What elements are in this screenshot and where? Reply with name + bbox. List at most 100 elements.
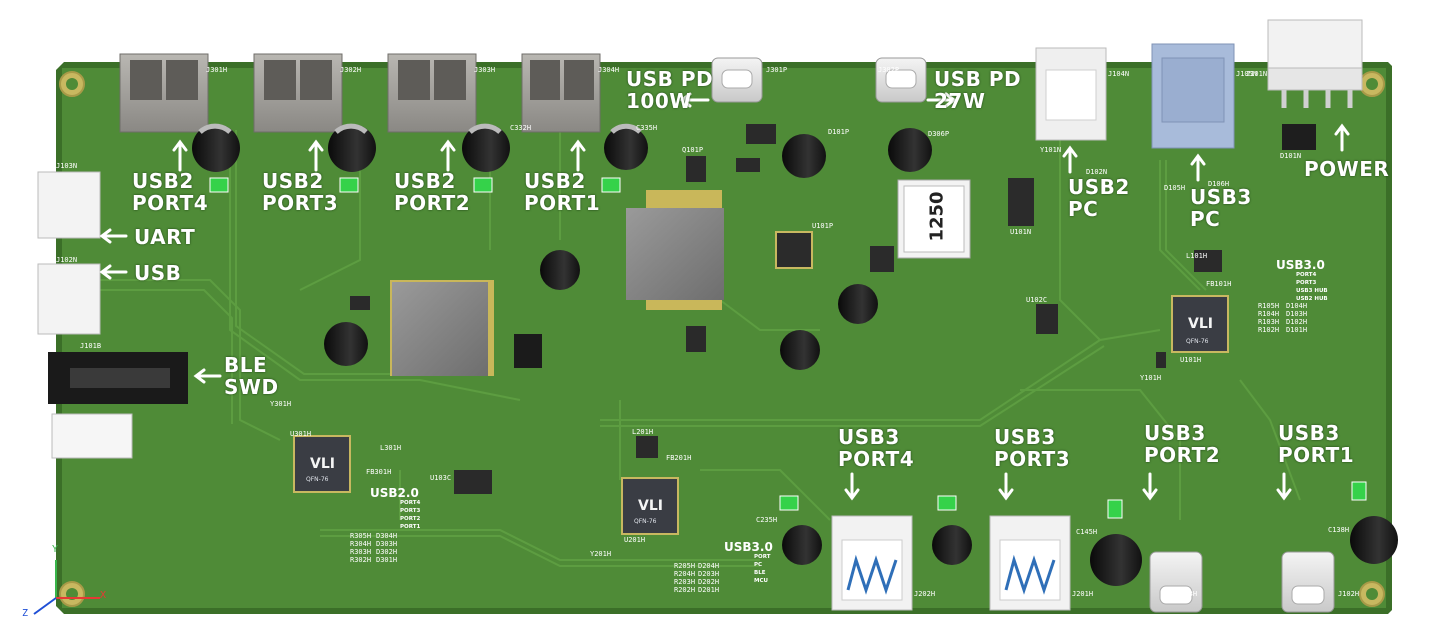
ref-d101p: D101P xyxy=(828,128,850,136)
ref-d101n: D101N xyxy=(1280,152,1302,160)
usb-b-connectors xyxy=(1035,43,1235,149)
svg-text:VLI: VLI xyxy=(310,456,335,472)
ref-d302h: D302H xyxy=(376,548,398,556)
ref-c335h: C335H xyxy=(636,124,658,132)
ref-j103n: J103N xyxy=(56,162,78,170)
usb2-hub-item-3: PORT2 xyxy=(400,516,421,522)
label-usb-pd-27w: USB PD 27W xyxy=(934,67,1022,113)
ref-r202h: R202H xyxy=(674,586,696,594)
pcb-board xyxy=(62,68,1386,608)
hub-chips xyxy=(293,178,1229,535)
ref-y101n: Y101N xyxy=(1040,146,1062,154)
ref-j301p: J301P xyxy=(766,66,788,74)
ref-r104h: R104H xyxy=(1258,310,1280,318)
usb3-ble-item-1: PORT xyxy=(754,554,771,560)
usb2-hub-item-4: PORT1 xyxy=(400,524,421,530)
label-power: POWER xyxy=(1304,157,1390,181)
usb-c-bottom xyxy=(1149,551,1335,613)
usb2-hub-chip-label: QFN-76 xyxy=(306,476,329,483)
label-usb3-port3: USB3 PORT3 xyxy=(994,425,1071,471)
usb3-hub-item-1: PORT4 xyxy=(1296,272,1317,278)
ref-u101h: U101H xyxy=(1180,356,1202,364)
ref-r105h: R105H xyxy=(1258,302,1280,310)
ref-j302p: J302P xyxy=(878,66,900,74)
ref-r302h: R302H xyxy=(350,556,372,564)
ref-d106h: D106H xyxy=(1208,180,1230,188)
ref-fb301h: FB301H xyxy=(366,468,392,476)
ref-j304h: J304H xyxy=(598,66,620,74)
usb3-hub-item-2: PORT3 xyxy=(1296,280,1317,286)
ref-u101n: U101N xyxy=(1010,228,1032,236)
leds xyxy=(209,177,1367,519)
ref-r203h: R203H xyxy=(674,578,696,586)
ref-d306p: D306P xyxy=(928,130,950,138)
ref-l201h: L201H xyxy=(632,428,654,436)
svg-text:VLI: VLI xyxy=(638,498,663,514)
usb3-ble-section-title: USB3.0 xyxy=(724,540,773,554)
ref-d105h: D105H xyxy=(1164,184,1186,192)
usb3-hub-chip-label: QFN-76 xyxy=(1186,338,1209,345)
svg-text:VLI: VLI xyxy=(1188,316,1213,332)
usb2-jacks xyxy=(119,53,601,133)
ref-j102h: J102H xyxy=(1338,590,1360,598)
ref-c145h: C145H xyxy=(1076,528,1098,536)
ref-y301h: Y301H xyxy=(270,400,292,408)
ref-d204h: D204H xyxy=(698,562,720,570)
ref-u103c: U103C xyxy=(430,474,452,482)
label-uart: UART xyxy=(134,225,196,249)
usb3-hub-item-4: USB2 HUB xyxy=(1296,296,1328,302)
label-usb2-port3: USB2 PORT3 xyxy=(262,169,339,215)
power-stage xyxy=(390,179,971,376)
label-usb2-port4: USB2 PORT4 xyxy=(132,169,209,215)
label-usb3-port4: USB3 PORT4 xyxy=(838,425,915,471)
label-arrows xyxy=(99,92,1350,501)
ref-d103h: D103H xyxy=(1286,310,1308,318)
ref-d304h: D304H xyxy=(376,532,398,540)
ref-c332h: C332H xyxy=(510,124,532,132)
axis-x-label: X xyxy=(100,590,107,601)
ref-u201h: U201H xyxy=(624,536,646,544)
label-usb3-port2: USB3 PORT2 xyxy=(1144,421,1221,467)
ref-y101h: Y101H xyxy=(1140,374,1162,382)
ref-d102n: D102N xyxy=(1086,168,1108,176)
ref-l301h: L301H xyxy=(380,444,402,452)
traces xyxy=(100,130,1301,567)
label-usb2-pc: USB2 PC xyxy=(1068,175,1130,221)
usb-c-top xyxy=(711,57,927,103)
label-usb2-port1: USB2 PORT1 xyxy=(524,169,601,215)
ref-l101h: L101H xyxy=(1186,252,1208,260)
power-connector xyxy=(1267,19,1363,150)
usb3-hub-item-3: USB3 HUB xyxy=(1296,288,1328,294)
usb3-ble-item-4: MCU xyxy=(754,578,768,584)
usb3-hub-section-title: USB3.0 xyxy=(1276,258,1325,272)
axis-y-label: Y xyxy=(52,544,59,555)
usb3-jacks xyxy=(831,515,1071,611)
inductor-value: 1250 xyxy=(926,191,948,242)
smd-parts xyxy=(350,124,1222,494)
ref-j104n: J104N xyxy=(1108,70,1130,78)
ref-j101n: J101N xyxy=(1246,70,1268,78)
ref-fb101h: FB101H xyxy=(1206,280,1232,288)
ref-r305h: R305H xyxy=(350,532,372,540)
ref-d201h: D201H xyxy=(698,586,720,594)
label-ble-swd: BLE SWD xyxy=(224,353,279,399)
ref-r205h: R205H xyxy=(674,562,696,570)
axis-triad xyxy=(33,560,100,615)
ref-j303h: J303H xyxy=(474,66,496,74)
usb2-hub-section-title: USB2.0 xyxy=(370,486,419,500)
axis-z-label: Z xyxy=(22,608,29,619)
ref-c138h: C138H xyxy=(1328,526,1350,534)
label-usb: USB xyxy=(134,261,182,285)
usb3-ble-item-3: BLE xyxy=(754,570,766,576)
ref-d301h: D301H xyxy=(376,556,398,564)
ref-r303h: R303H xyxy=(350,548,372,556)
ref-j105n: J105N xyxy=(1236,70,1258,78)
usb2-hub-item-2: PORT3 xyxy=(400,508,421,514)
ref-c235h: C235H xyxy=(756,516,778,524)
ble-chip-label: QFN-76 xyxy=(634,518,657,525)
ref-d203h: D203H xyxy=(698,570,720,578)
ref-j301h: J301H xyxy=(206,66,228,74)
ref-r304h: R304H xyxy=(350,540,372,548)
